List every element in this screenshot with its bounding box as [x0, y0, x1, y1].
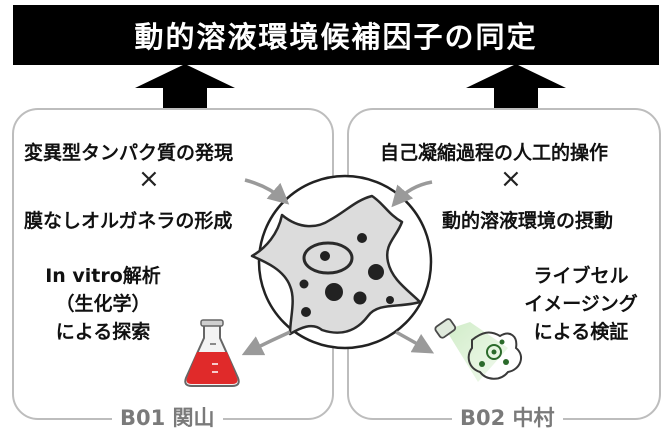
up-arrow-right-icon — [466, 64, 566, 110]
arrow-in-left-icon — [244, 178, 290, 205]
arrow-out-right-icon — [395, 330, 435, 354]
right-cross: × — [500, 164, 522, 194]
right-line-2: 動的溶液環境の摂動 — [442, 210, 614, 232]
cell-icon — [250, 194, 422, 336]
live-imaging-icon — [434, 318, 523, 382]
up-arrow-left-icon — [135, 64, 235, 110]
flask-icon — [184, 319, 240, 387]
gray-arrows — [241, 178, 435, 356]
right-method: ライブセル イメージング による検証 — [524, 265, 638, 343]
left-method: In vitro解析 （生化学） による探索 — [45, 265, 161, 343]
left-panel-label: B01 関山 — [112, 402, 223, 432]
arrow-out-left-icon — [241, 330, 291, 356]
arrow-in-right-icon — [391, 180, 433, 208]
left-line-2: 膜なしオルガネラの形成 — [24, 210, 233, 232]
left-cross: × — [138, 164, 160, 194]
right-line-1: 自己凝縮過程の人工的操作 — [380, 142, 609, 164]
banner-title: 動的溶液環境候補因子の同定 — [134, 20, 538, 54]
left-line-1: 変異型タンパク質の発現 — [24, 142, 234, 164]
title-banner: 動的溶液環境候補因子の同定 — [13, 5, 659, 65]
right-panel-label: B02 中村 — [452, 402, 563, 432]
